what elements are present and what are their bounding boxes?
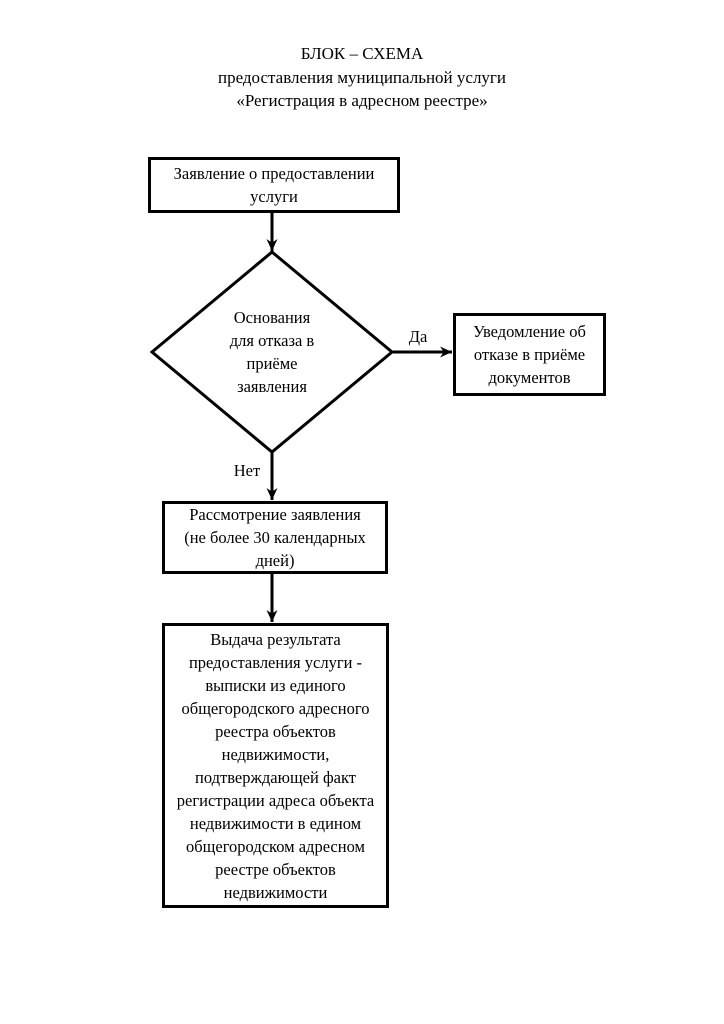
title-line-3: «Регистрация в адресном реестре» — [236, 91, 488, 110]
node-review: Рассмотрение заявления (не более 30 кале… — [162, 501, 388, 574]
title-line-1: БЛОК – СХЕМА — [300, 44, 424, 63]
node-result: Выдача результата предоставления услуги … — [162, 623, 389, 908]
edge-label-no: Нет — [233, 461, 261, 480]
node-application: Заявление о предоставлении услуги — [148, 157, 400, 213]
node-decision-label: Основания для отказа в приёме заявления — [229, 308, 315, 396]
node-refusal-notice: Уведомление об отказе в приёме документо… — [453, 313, 606, 396]
diagram-title: БЛОК – СХЕМА предоставления муниципально… — [0, 42, 724, 113]
edge-label-yes: Да — [408, 327, 428, 346]
title-line-2: предоставления муниципальной услуги — [217, 67, 507, 87]
